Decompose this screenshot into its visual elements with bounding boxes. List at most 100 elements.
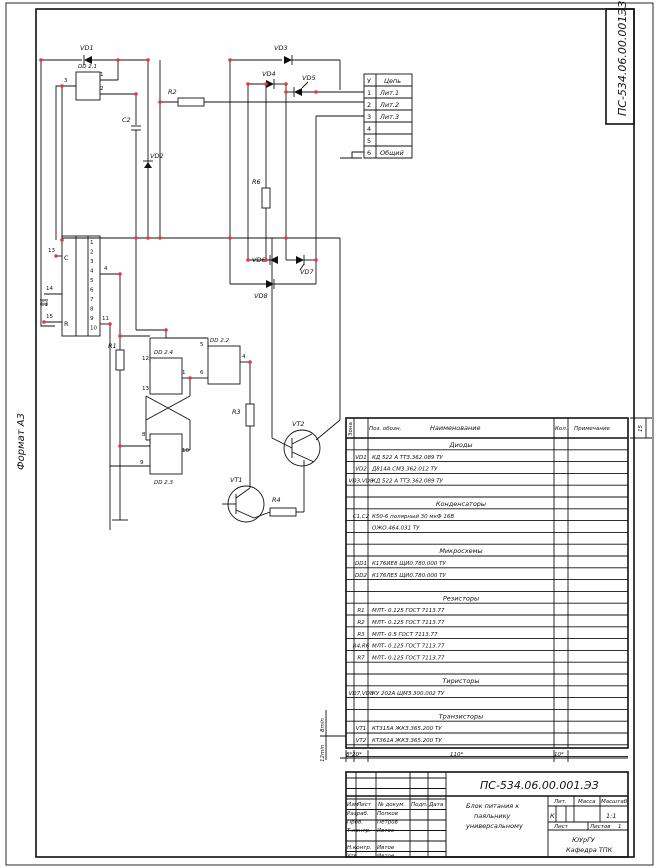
transistor-vt2 — [283, 429, 321, 467]
ic-c-label: C — [64, 254, 69, 262]
bom-zone-header: Зона — [348, 422, 354, 436]
bom-pos: VD1 — [355, 455, 367, 461]
pin-label: 15 — [46, 314, 53, 320]
bom-section-heading: Транзисторы — [439, 712, 484, 720]
label-vd5: VD5 — [302, 74, 316, 82]
ic-pin-number: 7 — [90, 297, 94, 303]
bom-name: КТ361А ЖКЗ.365.200 ТУ — [372, 738, 442, 744]
junction-dots — [39, 58, 318, 448]
ic-pin-number: 1 — [90, 240, 94, 246]
ic-pin-number: 3 — [90, 259, 94, 265]
tb-title-1: Блок питания к — [466, 802, 519, 810]
dim-name: 110* — [450, 752, 463, 758]
ic-pin-number: 10 — [90, 326, 97, 332]
pin-label: 9 — [140, 460, 144, 466]
dim-v1: 8min — [320, 718, 326, 732]
bom-name: К176ЛЕ5 ЩИ0.780.000 ТУ — [372, 573, 446, 579]
pin-label: 4 — [242, 354, 246, 360]
tb-role-name: Ивтое — [377, 854, 395, 860]
tb-role-name: Попков — [377, 811, 398, 817]
ic-pin-number: 6 — [90, 288, 94, 294]
label-vd4: VD4 — [262, 70, 276, 78]
bom-name: КТ315А ЖКЗ.365.200 ТУ — [372, 726, 442, 732]
bom-qty-header: Кол. — [555, 426, 568, 432]
pin-label: 3 — [64, 78, 68, 84]
resistor-r6 — [261, 187, 271, 209]
code-box-rotated — [605, 8, 635, 125]
tb-lit: Лит. — [553, 799, 567, 805]
tb-head-sign: Подп. — [411, 802, 428, 808]
connector-pin: 1 — [367, 89, 371, 97]
gate-dd23 — [149, 433, 183, 475]
bom-section-heading: Тиристоры — [442, 677, 479, 685]
tb-role: Разраб. — [347, 811, 369, 817]
bom-name-header: Наименование — [430, 424, 481, 432]
resistor-r3 — [245, 403, 255, 427]
ic-dd1 — [61, 235, 101, 337]
pin-label: 11 — [102, 316, 109, 322]
bom-name: КУ 202А ЩМЗ.300.002 ТУ — [372, 691, 445, 697]
code-rotated: ПС-534.06.00.001ЭЗ — [616, 1, 629, 116]
tb-role: Утв. — [347, 854, 359, 860]
label-vd7: VD7 — [300, 268, 314, 276]
bom-table: Зона Поз. обозн. Наименование Кол. Приме… — [345, 417, 652, 758]
pin-label: 1 — [182, 370, 186, 376]
label-r1: R1 — [108, 342, 117, 350]
label-r4: R4 — [272, 496, 281, 504]
label-vd1: VD1 — [80, 44, 94, 52]
label-dd24: DD 2.4 — [154, 350, 173, 356]
resistor-r1 — [115, 349, 125, 371]
bom-name: МЛТ- 0.125 ГОСТ 7113.77 — [372, 644, 445, 650]
label-r2: R2 — [168, 88, 177, 96]
dim-zone: 8* — [346, 752, 352, 758]
label-c2: C2 — [122, 116, 131, 124]
bom-name: Д814А СМЗ.362.012 ТУ — [371, 467, 438, 473]
bom-pos: R7 — [357, 655, 365, 661]
bom-pos-header: Поз. обозн. — [369, 426, 402, 432]
pin-label: 1 — [100, 72, 104, 78]
bom-pos: R4,R6 — [353, 644, 370, 650]
tb-title-3: универсальному — [465, 822, 523, 830]
ic-pin-number: 8 — [90, 307, 94, 313]
label-r3: R3 — [232, 408, 241, 416]
tb-head-doc: № докум. — [377, 802, 405, 808]
circuit: VD1 DD 2.1 1 2 3 C2 VD2 — [39, 44, 413, 530]
label-dd23: DD 2.3 — [154, 480, 173, 486]
pin-label: 12 — [142, 356, 149, 362]
bom-name: МЛТ- 0.125 ГОСТ 7113.77 — [372, 655, 445, 661]
ic-pin-number: 4 — [90, 269, 94, 275]
pin-label: 5 — [200, 342, 204, 348]
tb-org1: ЮУрГУ — [572, 836, 596, 844]
label-vd2: VD2 — [150, 152, 164, 160]
pin-label: 13 — [48, 248, 55, 254]
dim-pos: 20* — [352, 752, 362, 758]
bom-pos: VD2 — [355, 467, 367, 473]
bom-pos: DD2 — [355, 573, 367, 579]
tb-sheets-val: 1 — [618, 824, 622, 830]
resistor-r4 — [269, 507, 297, 517]
bom-pos: R3 — [357, 632, 365, 638]
dim-qty: 10* — [554, 752, 564, 758]
connector-label: Лит.2 — [379, 101, 399, 109]
connector-label: Общий — [380, 149, 404, 157]
capacitor-c2 — [131, 125, 141, 131]
bom-name: К176ИЕ8 ЩИ0.780.000 ТУ — [372, 561, 446, 567]
connector-pin: 3 — [367, 113, 371, 121]
bom-pos: DD1 — [355, 561, 367, 567]
label-r6: R6 — [252, 178, 261, 186]
connector-label: Лит.1 — [379, 89, 399, 97]
resistor-r2 — [177, 97, 205, 107]
bom-name: ОЖО.464.031 ТУ — [372, 526, 420, 532]
bom-pos: VD7,VD8 — [349, 691, 374, 697]
bom-note-header: Примечание — [574, 426, 611, 432]
bom-name: МЛТ- 0.125 ГОСТ 7113.77 — [372, 620, 445, 626]
diode-vd1 — [83, 55, 92, 65]
diode-vd8 — [266, 279, 275, 289]
label-vd6: VD6 — [252, 256, 266, 264]
thyristor-vd5 — [293, 81, 309, 97]
tb-title-2: паяльнику — [474, 812, 511, 820]
